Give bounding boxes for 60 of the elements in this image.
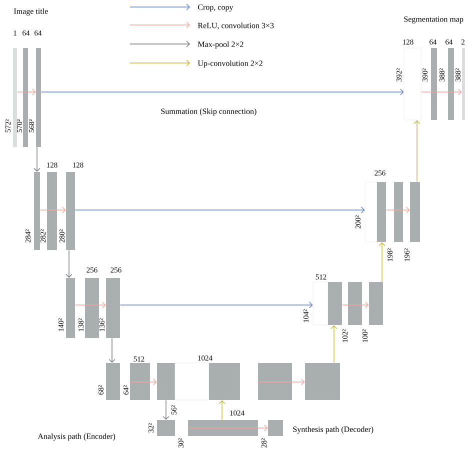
feature-map (258, 363, 292, 400)
feature-map (34, 172, 40, 250)
arrow (34, 146, 40, 172)
feature-map (85, 278, 99, 338)
caption-text: Segmentation map (404, 16, 464, 24)
arrow (414, 120, 420, 182)
arrow (162, 400, 170, 420)
arrow (40, 206, 66, 214)
legend-text: Crop, copy (198, 4, 234, 12)
feature-map (462, 48, 465, 120)
arrow (378, 242, 386, 282)
feature-map (348, 282, 362, 325)
legend-text: ReLU, convolution 3×3 (198, 22, 274, 30)
feature-map (188, 420, 258, 436)
caption-text: Synthesis path (Decoder) (293, 426, 374, 434)
arrow (218, 400, 226, 420)
feature-map (369, 282, 383, 325)
feature-map (106, 363, 120, 400)
feature-map (130, 363, 150, 400)
feature-map (312, 282, 328, 326)
arrow (257, 378, 305, 386)
feature-map (305, 363, 340, 400)
legend-text: Max-pool 2×2 (198, 41, 244, 49)
arrow (16, 88, 36, 96)
caption-text: Analysis path (Encoder) (38, 433, 116, 441)
feature-map (377, 182, 386, 242)
feature-map (328, 282, 342, 325)
arrow (129, 378, 157, 386)
feature-map (431, 48, 437, 120)
feature-map (268, 420, 283, 436)
feature-map (13, 48, 17, 147)
arrow (74, 206, 365, 214)
feature-map (404, 48, 422, 120)
caption-text: Image title (14, 8, 48, 16)
arrow (386, 206, 410, 214)
arrow (187, 424, 268, 432)
feature-map (157, 363, 175, 400)
feature-map (410, 182, 420, 242)
feature-map (66, 172, 75, 250)
arrow (342, 302, 369, 308)
arrow (40, 88, 404, 96)
feature-map (23, 48, 28, 147)
feature-map (66, 278, 75, 338)
feature-map (36, 48, 41, 147)
arrow (66, 250, 72, 278)
arrow (420, 88, 462, 96)
feature-map (157, 420, 175, 436)
caption-text: Summation (Skip connection) (161, 108, 256, 116)
arrow (74, 302, 106, 308)
arrow (120, 302, 313, 308)
feature-map (106, 278, 120, 338)
feature-map (364, 182, 378, 242)
feature-map (47, 172, 57, 250)
feature-map (174, 362, 210, 400)
feature-map (448, 48, 454, 120)
arrow (108, 338, 116, 363)
feature-map (209, 363, 240, 400)
arrow (330, 325, 338, 364)
legend-text: Up-convolution 2×2 (198, 60, 262, 68)
feature-map (394, 182, 403, 242)
